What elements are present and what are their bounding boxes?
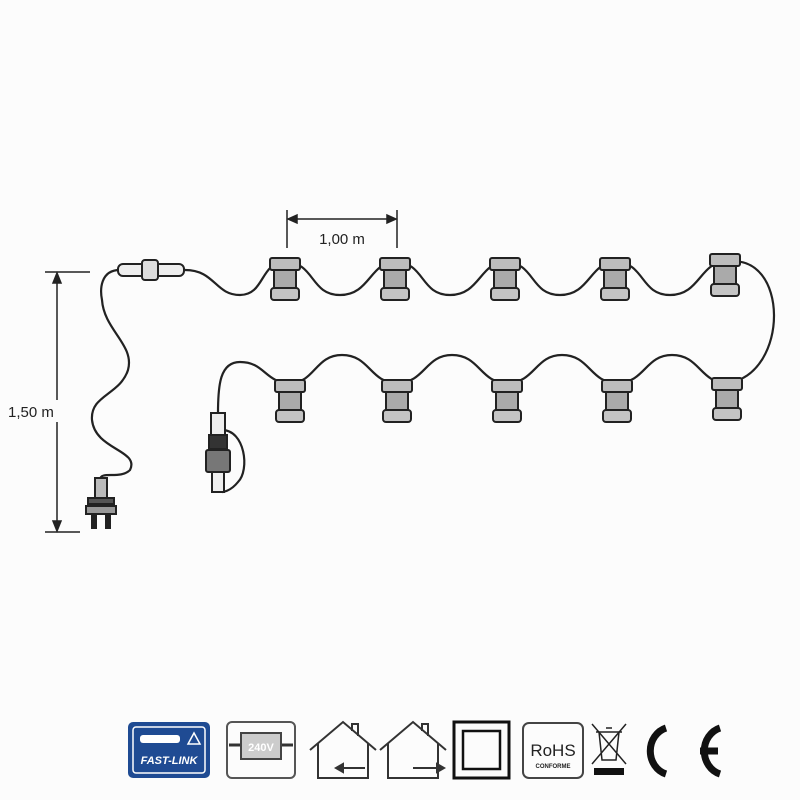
socket-row-bottom <box>274 377 743 423</box>
transformer-icon: 240V <box>226 721 296 779</box>
svg-text:FAST-LINK: FAST-LINK <box>141 755 199 767</box>
socket <box>489 257 521 301</box>
power-plug-icon <box>85 477 117 529</box>
socket <box>379 257 411 301</box>
inline-connector <box>117 259 185 281</box>
crossed-bin-icon <box>591 723 627 775</box>
socket <box>491 379 523 423</box>
fast-link-badge: FAST-LINK <box>128 722 210 778</box>
ce-mark <box>646 724 722 778</box>
socket-row-top <box>269 253 741 301</box>
double-square-icon <box>452 720 511 780</box>
spacing-dimension <box>286 210 398 248</box>
spacing-label: 1,00 m <box>319 231 365 248</box>
svg-text:CONFORME: CONFORME <box>536 764 571 770</box>
socket <box>601 379 633 423</box>
socket <box>599 257 631 301</box>
house-arrow-in-icon <box>309 720 377 779</box>
socket <box>269 257 301 301</box>
svg-text:RoHS: RoHS <box>530 741 575 760</box>
cable <box>90 260 776 494</box>
socket <box>711 377 743 421</box>
house-arrow-out-icon <box>379 720 447 779</box>
svg-text:240V: 240V <box>248 742 274 754</box>
socket <box>709 253 741 297</box>
end-connector <box>205 412 231 493</box>
rohs-badge: RoHS CONFORME <box>522 722 584 779</box>
lead-length-label: 1,50 m <box>8 404 54 421</box>
socket <box>274 379 306 423</box>
socket <box>381 379 413 423</box>
